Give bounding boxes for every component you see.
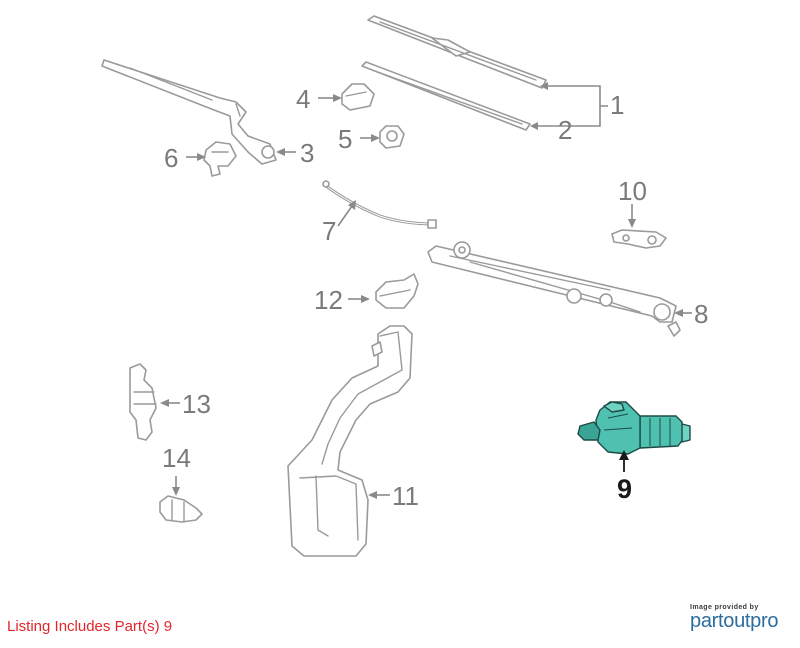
leader-7 bbox=[337, 205, 353, 227]
part-8-wiper-linkage bbox=[427, 241, 681, 337]
part-12-reservoir-cap bbox=[375, 273, 419, 309]
credit-caption: Image provided by bbox=[690, 604, 759, 611]
leader-8-arrow bbox=[674, 309, 683, 317]
leader-3-arrow bbox=[276, 148, 285, 156]
image-credit: Image provided by partoutpro bbox=[690, 604, 790, 631]
leader-1-bracket bbox=[538, 85, 608, 127]
callout-10: 10 bbox=[618, 176, 647, 206]
part-6-washer-nozzle bbox=[203, 141, 237, 177]
leader-6-arrow bbox=[197, 153, 206, 161]
listing-includes-text: Listing Includes Part(s) 9 bbox=[7, 618, 173, 635]
callout-5: 5 bbox=[338, 124, 352, 154]
part-5-nut bbox=[379, 125, 405, 149]
callout-8: 8 bbox=[694, 299, 708, 329]
callout-11: 11 bbox=[392, 481, 419, 511]
leader-14-arrow bbox=[172, 487, 180, 496]
callout-9: 9 bbox=[617, 474, 632, 504]
leader-13-arrow bbox=[160, 399, 169, 407]
callout-4: 4 bbox=[296, 84, 310, 114]
part-10-bracket bbox=[611, 229, 667, 249]
leader-1-arrow bbox=[540, 82, 548, 90]
callout-12: 12 bbox=[314, 285, 343, 315]
leader-10-arrow bbox=[628, 219, 636, 228]
callout-3: 3 bbox=[300, 138, 314, 168]
leader-5-arrow bbox=[371, 134, 380, 142]
part-3-wiper-arm bbox=[101, 59, 277, 165]
part-2-wiper-refill bbox=[361, 61, 531, 131]
part-11-washer-reservoir bbox=[287, 325, 413, 557]
part-9-wiper-motor bbox=[577, 401, 691, 455]
callout-7: 7 bbox=[322, 216, 336, 246]
part-1-wiper-blade bbox=[367, 15, 547, 89]
leader-12-arrow bbox=[361, 295, 370, 303]
partoutpro-logo[interactable]: partoutpro bbox=[690, 610, 779, 632]
part-4-arm-cap bbox=[341, 83, 375, 111]
leader-4-arrow bbox=[333, 94, 342, 102]
part-7-washer-hose bbox=[322, 180, 437, 229]
callout-1: 1 bbox=[610, 90, 624, 120]
callout-14: 14 bbox=[162, 443, 191, 473]
leader-9-arrow bbox=[619, 450, 629, 460]
callout-2: 2 bbox=[558, 115, 572, 145]
callout-13: 13 bbox=[182, 389, 211, 419]
part-13-washer-pump bbox=[129, 363, 157, 441]
part-14-grommet bbox=[159, 495, 203, 523]
leader-2-arrow bbox=[530, 122, 538, 130]
leader-11-arrow bbox=[368, 491, 377, 499]
leader-7-arrow bbox=[348, 200, 356, 210]
callout-6: 6 bbox=[164, 143, 178, 173]
